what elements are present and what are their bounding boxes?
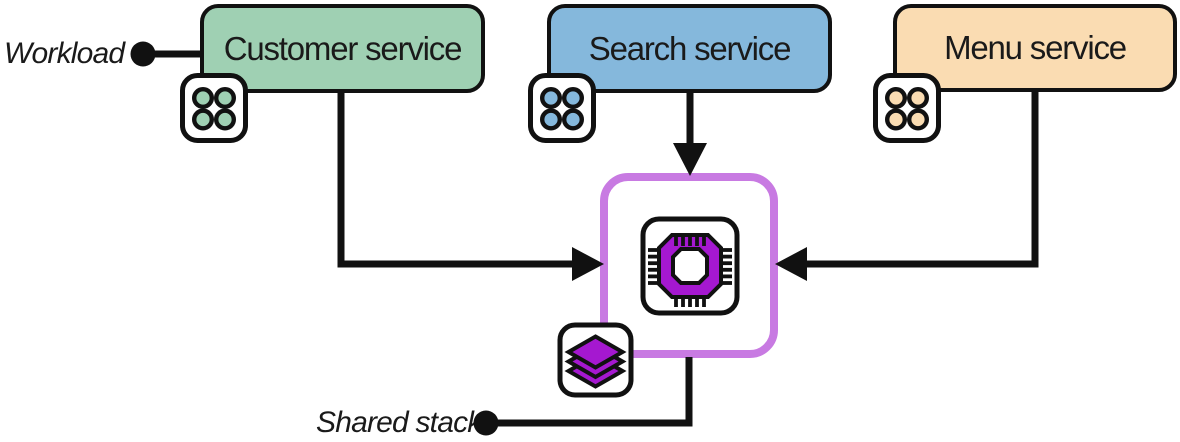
search-app-grid-icon — [528, 73, 596, 143]
cpu-die — [671, 247, 709, 285]
workload-connector-dot — [130, 41, 156, 67]
customer-service-label: Customer service — [223, 29, 463, 67]
menu-service-label: Menu service — [944, 29, 1127, 66]
menu-app-grid-icon — [873, 73, 941, 143]
cpu-chip-icon — [640, 216, 740, 316]
customer-service-node: Customer service — [200, 4, 485, 93]
customer-app-grid-icon — [180, 73, 248, 143]
workload-label: Workload — [4, 37, 125, 70]
layers-icon — [557, 322, 634, 398]
cpu-top-ticks — [674, 235, 706, 246]
search-service-node: Search service — [547, 4, 832, 93]
search-service-label: Search service — [588, 29, 792, 67]
menu-to-shared-arrowhead — [775, 247, 807, 281]
menu-service-node: Menu service — [893, 4, 1177, 92]
shared-stack-label: Shared stack — [316, 406, 482, 439]
search-to-shared-arrowhead — [673, 143, 707, 176]
